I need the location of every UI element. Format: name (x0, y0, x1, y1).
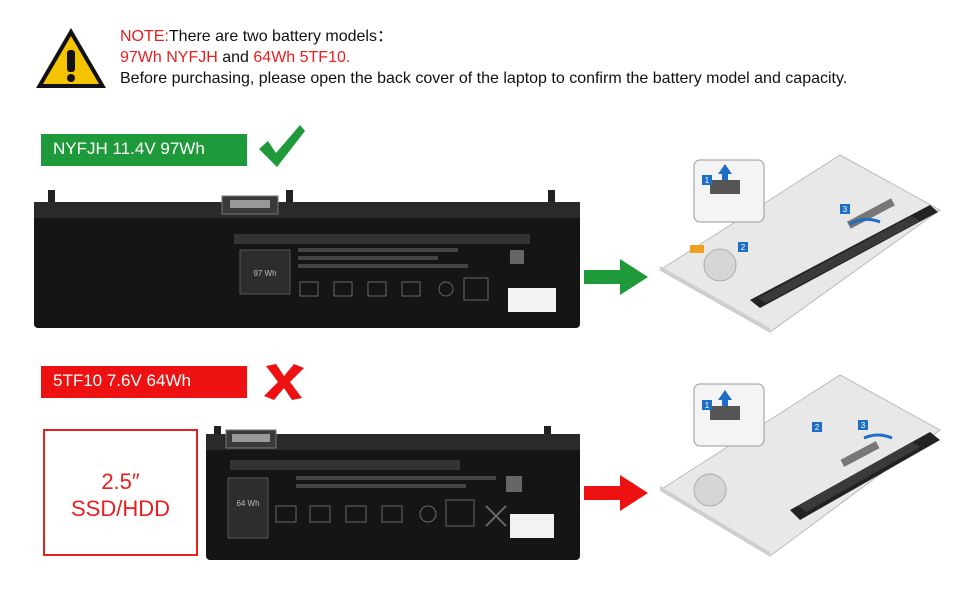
battery-64wh-capacity: 64 Wh (236, 499, 259, 508)
arrow-green-icon (584, 259, 648, 295)
note-model-b: 64Wh 5TF10. (253, 49, 351, 66)
storage-size: 2.5″ (101, 469, 140, 494)
purchase-note: NOTE:There are two battery models： 97Wh … (120, 26, 847, 89)
note-and: and (217, 49, 254, 66)
note-line-3: Before purchasing, please open the back … (120, 70, 848, 87)
battery-97wh-image: 97 Wh (34, 190, 580, 328)
storage-type: SSD/HDD (70, 496, 170, 521)
check-icon (259, 125, 305, 167)
laptop-1-step-3: 3 (843, 205, 848, 214)
laptop-2-step-2: 2 (815, 423, 820, 432)
battery-97wh-capacity: 97 Wh (253, 269, 276, 278)
storage-size-box: 2.5″ SSD/HDD (43, 429, 198, 556)
battery-64wh-image: 64 Wh (206, 426, 580, 560)
laptop-1-step-1: 1 (705, 176, 710, 185)
note-prefix: NOTE: (120, 28, 169, 45)
cross-icon (264, 364, 304, 400)
note-intro: There are two battery models： (168, 28, 393, 45)
note-model-a: 97Wh NYFJH (120, 49, 218, 66)
laptop-2-step-1: 1 (705, 401, 710, 410)
note-line-1: NOTE:There are two battery models： (120, 26, 847, 47)
warning-icon (36, 28, 106, 88)
wrong-model-tag: 5TF10 7.6V 64Wh (41, 366, 247, 398)
note-line-2: 97Wh NYFJH and 64Wh 5TF10. (120, 47, 847, 68)
laptop-diagram-64wh: 1 2 3 (659, 374, 941, 557)
correct-model-tag: NYFJH 11.4V 97Wh (41, 134, 247, 166)
laptop-1-step-2: 2 (741, 243, 746, 252)
laptop-2-step-3: 3 (861, 421, 866, 430)
arrow-red-icon (584, 475, 648, 511)
laptop-diagram-97wh: 1 2 3 (659, 154, 941, 333)
